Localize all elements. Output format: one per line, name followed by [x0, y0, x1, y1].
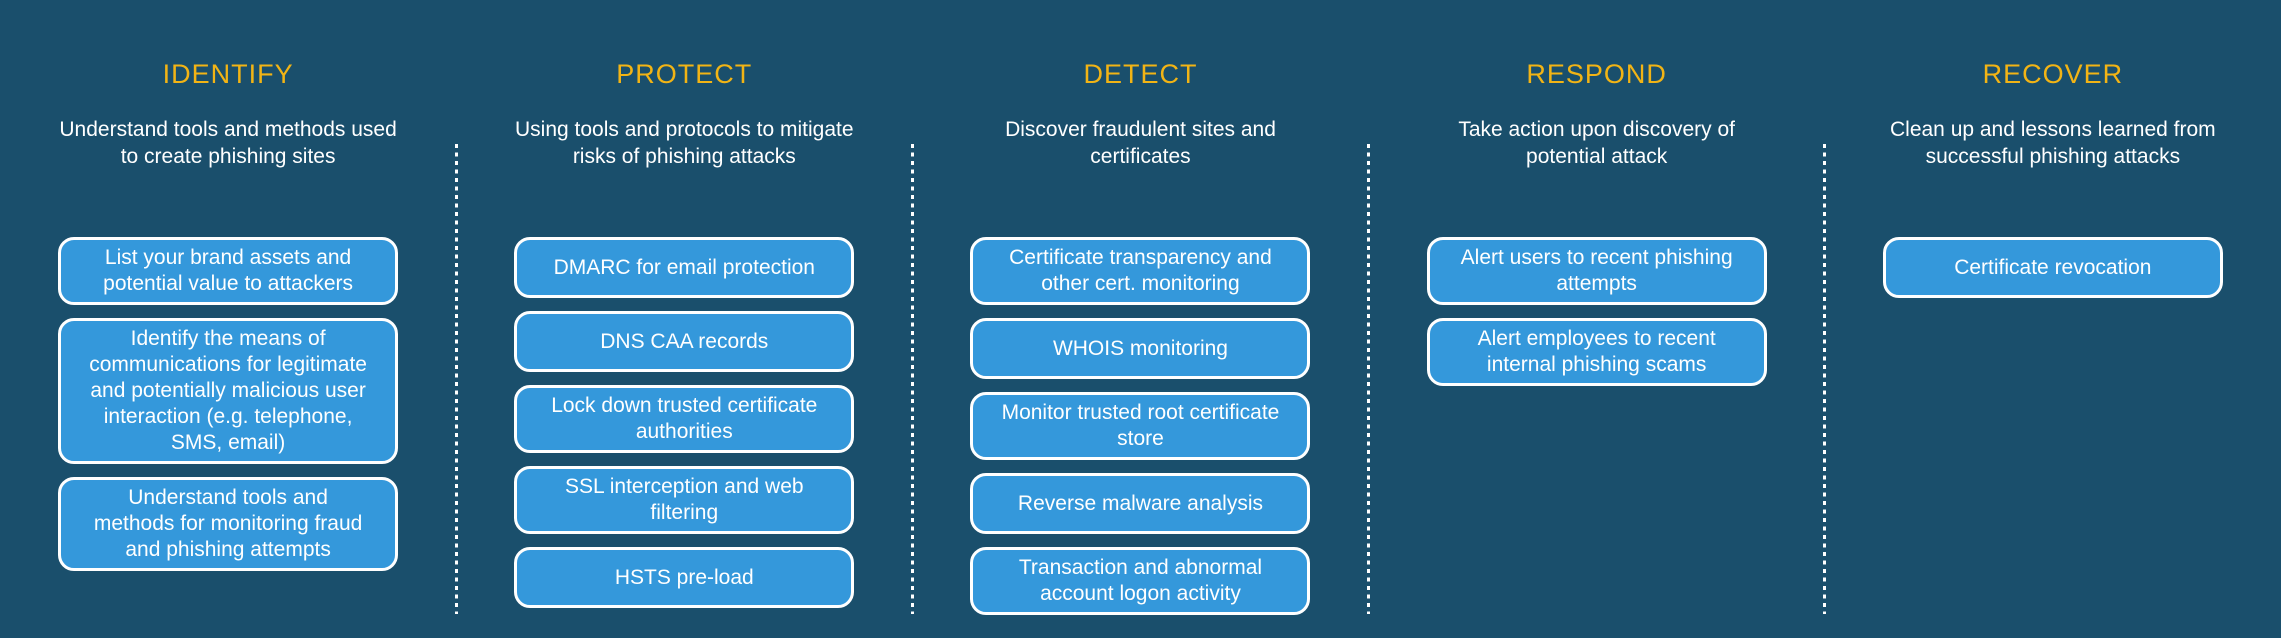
- column-title: PROTECT: [616, 59, 753, 89]
- action-box: List your brand assets and potential val…: [58, 237, 399, 305]
- action-box-list: Certificate transparency and other cert.…: [970, 237, 1311, 628]
- column-title: DETECT: [1083, 59, 1198, 89]
- action-box: DNS CAA records: [514, 311, 855, 372]
- column-subtitle: Clean up and lessons learned from succes…: [1889, 118, 2216, 168]
- action-box: Identify the means of communications for…: [58, 318, 399, 464]
- column-respond: RESPOND Take action upon discovery of po…: [1369, 0, 1825, 638]
- action-box-list: Certificate revocation: [1882, 237, 2223, 311]
- column-detect: DETECT Discover fraudulent sites and cer…: [912, 0, 1368, 638]
- action-box-list: Alert users to recent phishing attempts …: [1426, 237, 1767, 399]
- column-subtitle: Take action upon discovery of potential …: [1458, 118, 1735, 168]
- action-box: SSL interception and web filtering: [514, 466, 855, 534]
- action-box: HSTS pre-load: [514, 547, 855, 608]
- column-identify: IDENTIFY Understand tools and methods us…: [0, 0, 456, 638]
- column-title: RECOVER: [1982, 59, 2124, 89]
- column-subtitle: Using tools and protocols to mitigate ri…: [515, 118, 854, 168]
- action-box: Understand tools and methods for monitor…: [58, 477, 399, 571]
- action-box: DMARC for email protection: [514, 237, 855, 298]
- dotted-divider: [455, 144, 458, 614]
- action-box: Monitor trusted root certificate store: [970, 392, 1311, 460]
- action-box: Alert users to recent phishing attempts: [1426, 237, 1767, 305]
- column-title: IDENTIFY: [162, 59, 294, 89]
- action-box: Reverse malware analysis: [970, 473, 1311, 534]
- action-box: Alert employees to recent internal phish…: [1426, 318, 1767, 386]
- dotted-divider: [1823, 144, 1826, 614]
- column-subtitle: Understand tools and methods used to cre…: [59, 118, 397, 168]
- action-box: Lock down trusted certificate authoritie…: [514, 385, 855, 453]
- column-subtitle: Discover fraudulent sites and certificat…: [1005, 118, 1276, 168]
- action-box: Certificate revocation: [1882, 237, 2223, 298]
- column-recover: RECOVER Clean up and lessons learned fro…: [1825, 0, 2281, 638]
- dotted-divider: [911, 144, 914, 614]
- action-box-list: DMARC for email protection DNS CAA recor…: [514, 237, 855, 621]
- dotted-divider: [1367, 144, 1370, 614]
- action-box: Transaction and abnormal account logon a…: [970, 547, 1311, 615]
- action-box-list: List your brand assets and potential val…: [58, 237, 399, 584]
- column-title: RESPOND: [1526, 59, 1667, 89]
- action-box: Certificate transparency and other cert.…: [970, 237, 1311, 305]
- action-box: WHOIS monitoring: [970, 318, 1311, 379]
- column-protect: PROTECT Using tools and protocols to mit…: [456, 0, 912, 638]
